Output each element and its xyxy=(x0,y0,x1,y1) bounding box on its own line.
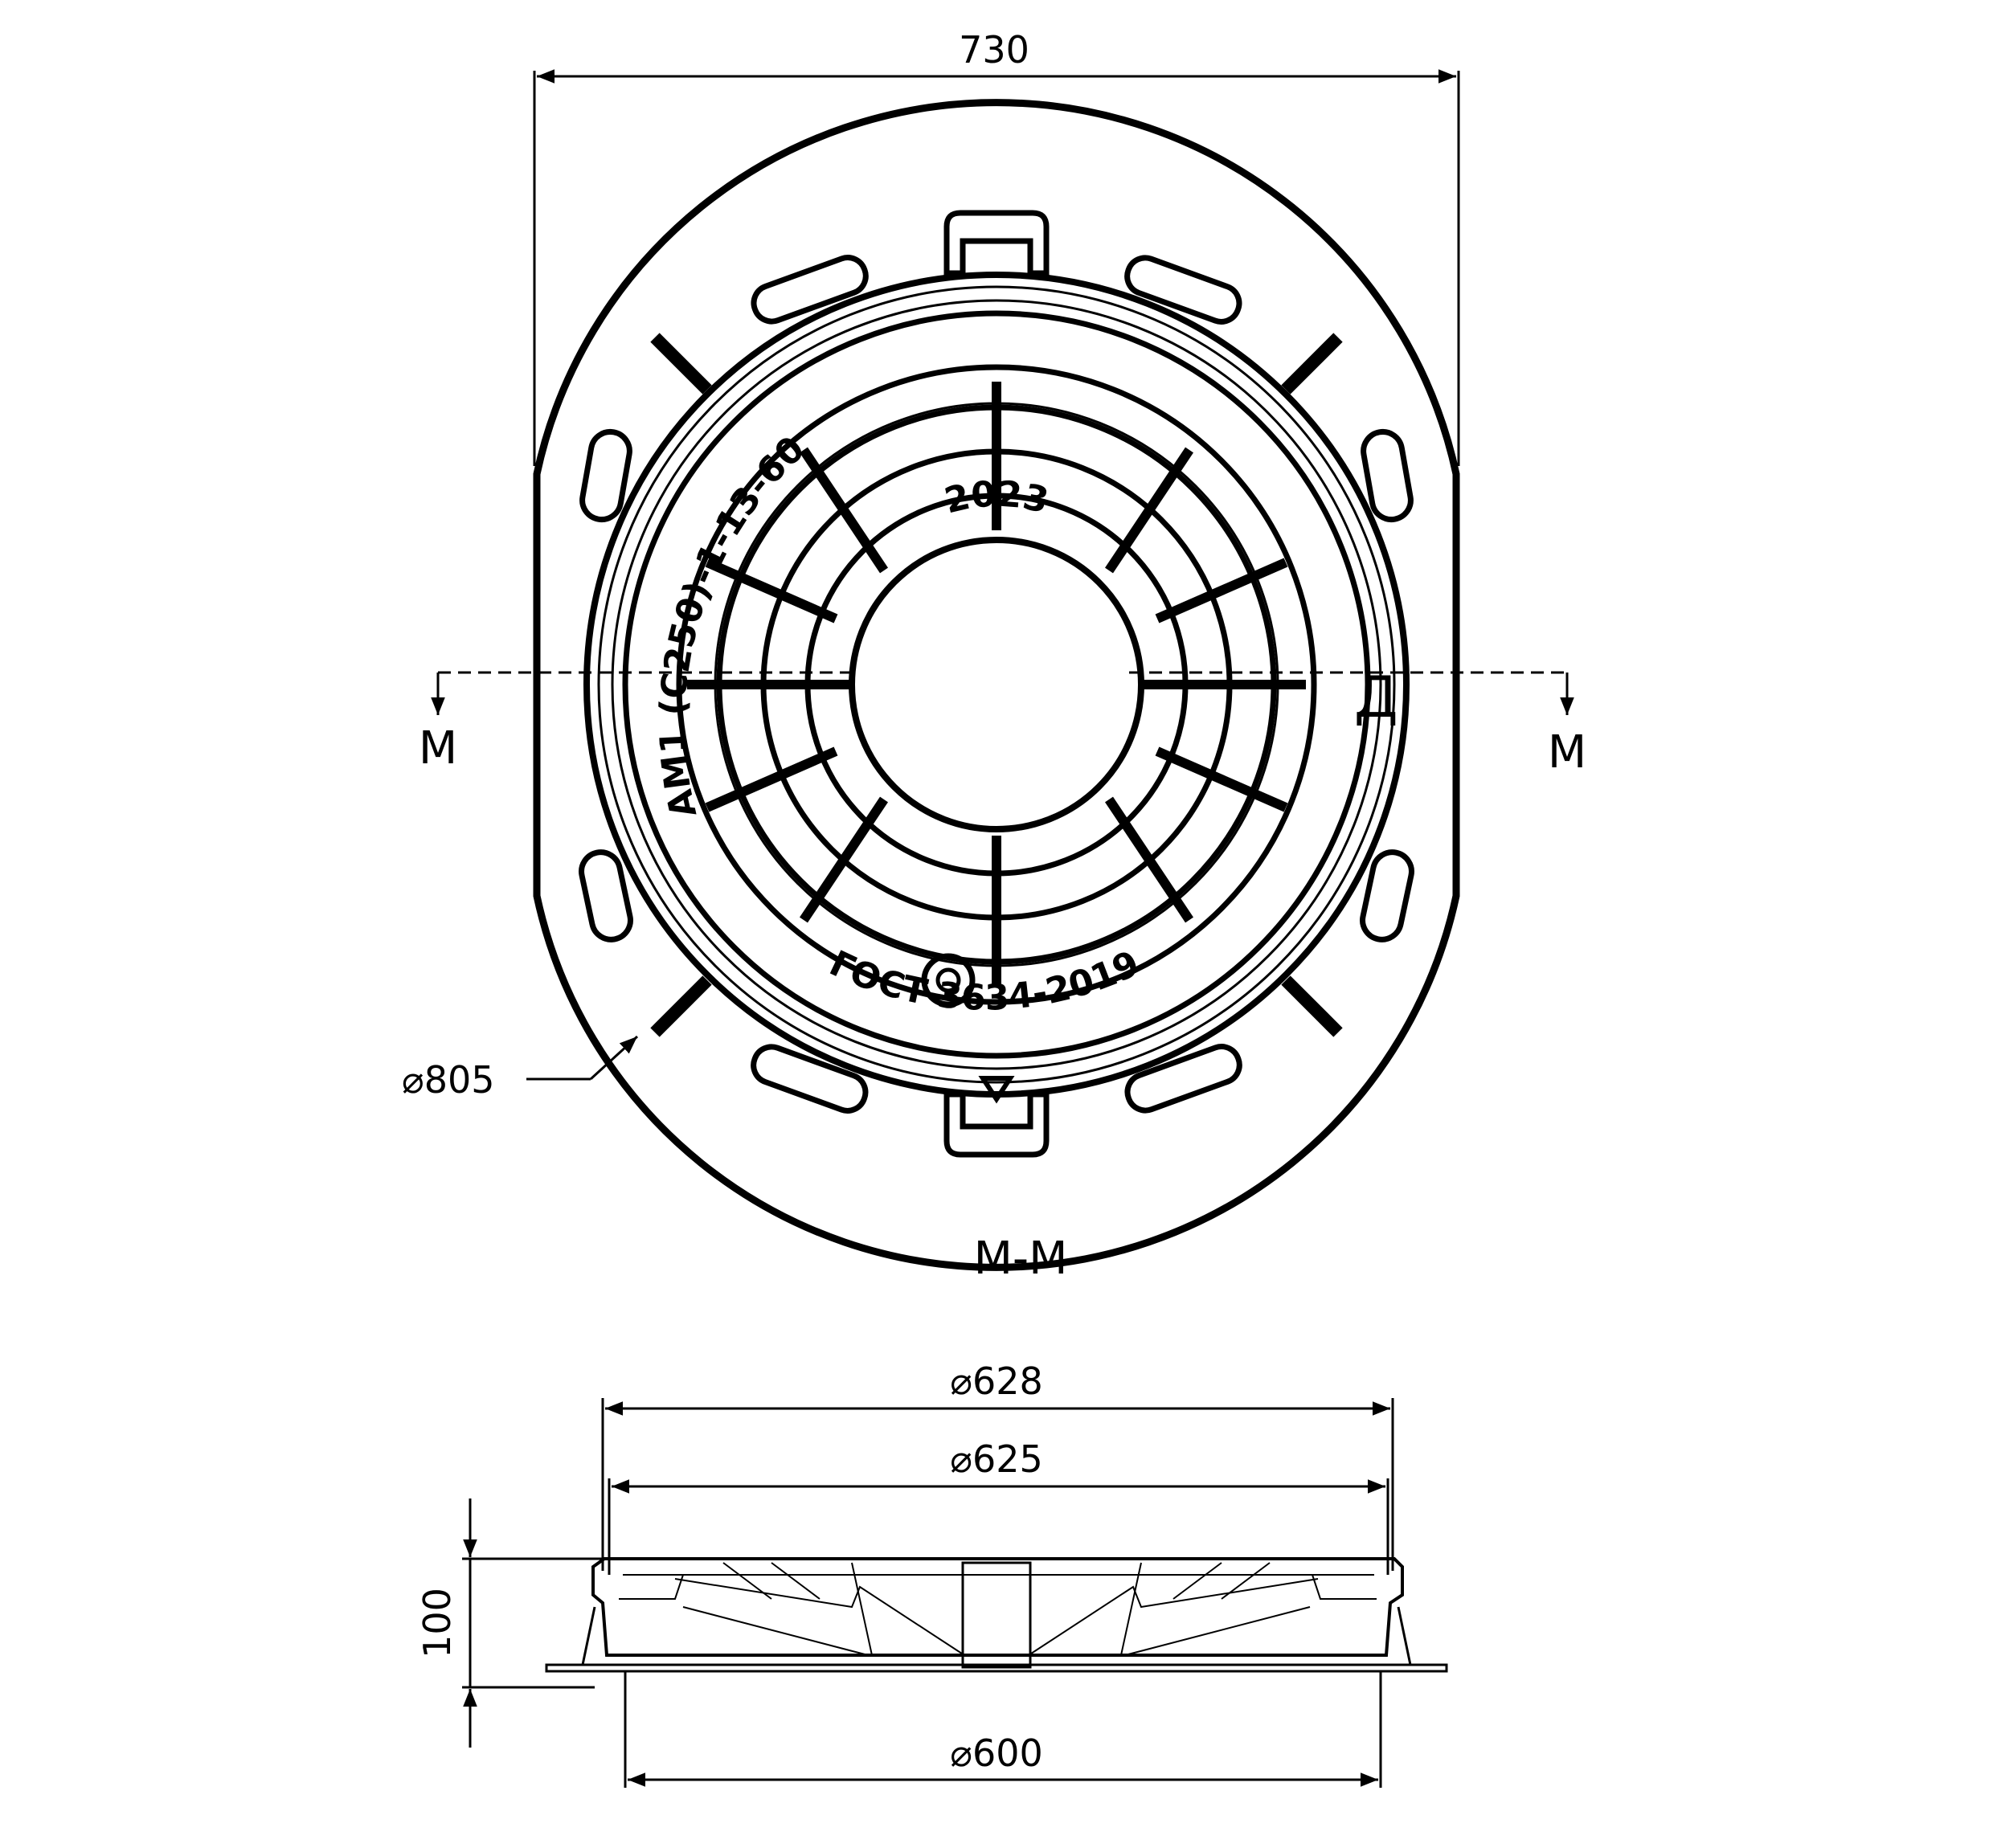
emboss-side-letter: Д xyxy=(1354,664,1398,730)
svg-text:⌀625: ⌀625 xyxy=(950,1437,1043,1481)
dimension-600: ⌀600 xyxy=(624,1671,1382,1788)
svg-text:⌀628: ⌀628 xyxy=(950,1359,1043,1403)
diameter-symbol: ⌀ xyxy=(402,1058,424,1102)
dimension-600-label: 600 xyxy=(972,1731,1043,1775)
dimension-805: ⌀805 xyxy=(402,1035,639,1102)
dimension-805-label: 805 xyxy=(424,1058,495,1102)
dimension-730: 730 xyxy=(533,28,1460,466)
cover-section-profile xyxy=(545,1557,1448,1673)
plan-view: 730 xyxy=(402,28,1586,1271)
dimension-625-label: 625 xyxy=(972,1437,1043,1481)
diameter-symbol: ⌀ xyxy=(950,1437,972,1481)
section-view: М-М ⌀628 ⌀625 xyxy=(415,1233,1448,1788)
svg-text:⌀805: ⌀805 xyxy=(402,1058,495,1102)
hinge-notches xyxy=(943,210,1050,1158)
dimension-100-label: 100 xyxy=(415,1588,459,1658)
section-marker-right: М xyxy=(1548,726,1586,779)
dimension-625: ⌀625 xyxy=(608,1437,1389,1575)
section-line xyxy=(431,671,1574,715)
diameter-symbol: ⌀ xyxy=(950,1359,972,1403)
dimension-628-label: 628 xyxy=(972,1359,1043,1403)
dimension-628: ⌀628 xyxy=(601,1359,1394,1571)
dimension-730-label: 730 xyxy=(959,28,1029,72)
frame-slots xyxy=(579,255,1414,1114)
emboss-standard: ГОСТ 3634-2019 xyxy=(823,942,1145,1018)
frame-ribs xyxy=(650,333,1343,1037)
section-title: М-М xyxy=(974,1233,1068,1285)
svg-text:⌀600: ⌀600 xyxy=(950,1731,1043,1775)
diameter-symbol: ⌀ xyxy=(950,1731,972,1775)
cover-grate xyxy=(676,364,1317,1104)
dimension-100: 100 xyxy=(415,1498,604,1748)
frame-outline xyxy=(533,99,1460,1271)
section-marker-left: М xyxy=(419,722,457,775)
